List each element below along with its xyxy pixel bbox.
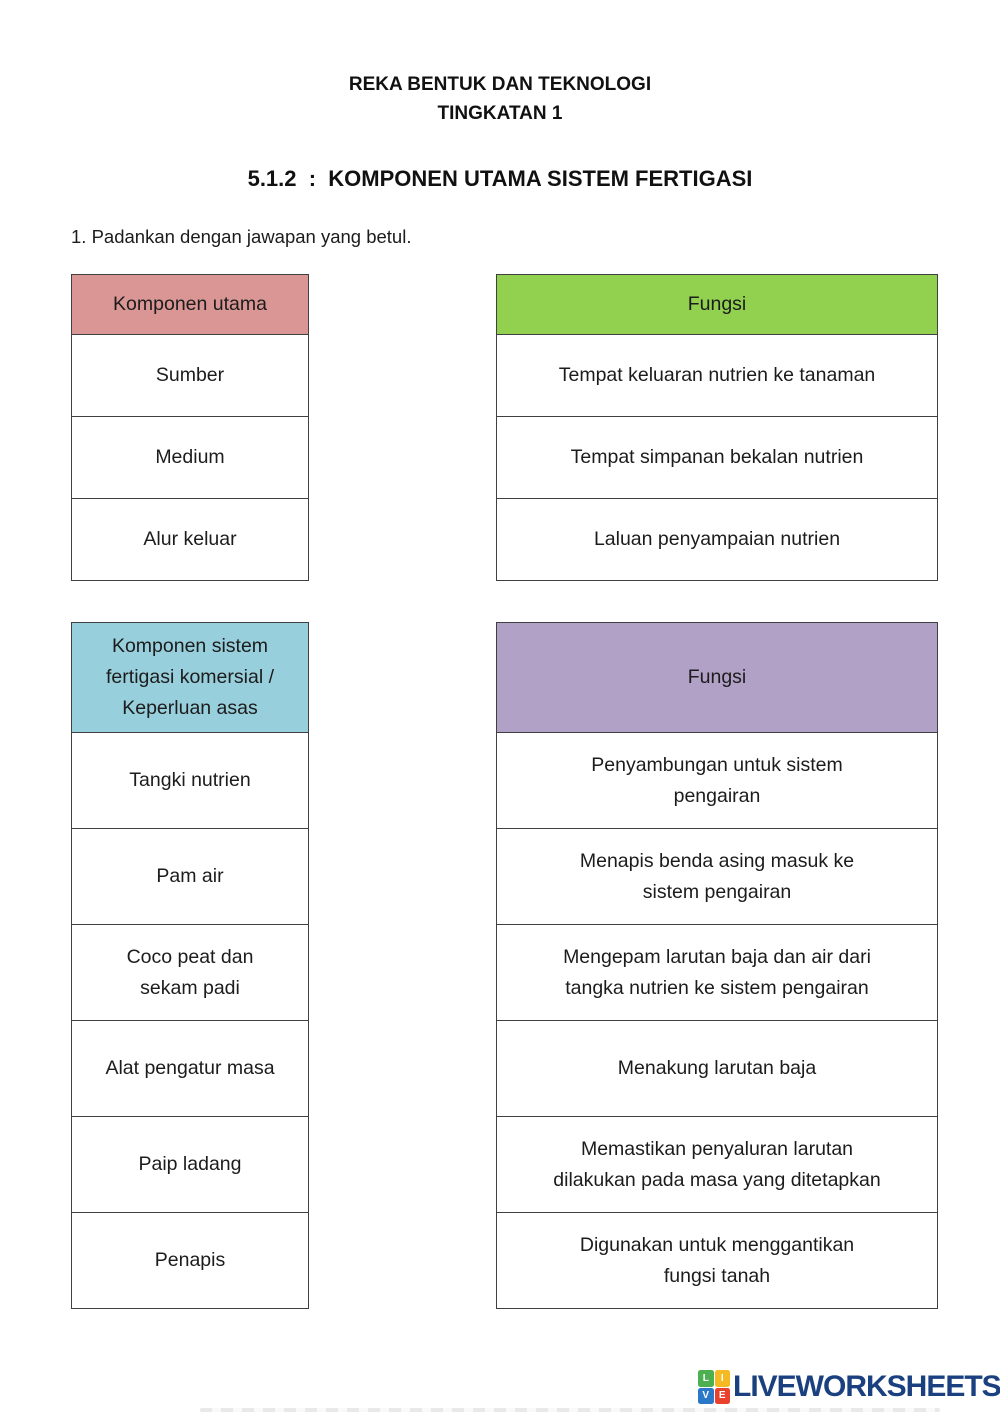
match-answer-mengepam[interactable]: Mengepam larutan baja dan air dari tangk… — [496, 924, 938, 1021]
match-answer-penyambungan[interactable]: Penyambungan untuk sistem pengairan — [496, 732, 938, 829]
logo-square-e: E — [714, 1387, 730, 1404]
match-item-sumber[interactable]: Sumber — [71, 334, 309, 417]
liveworksheets-logo[interactable]: L I V E LIVEWORKSHEETS — [698, 1370, 1000, 1404]
match-item-paip-ladang[interactable]: Paip ladang — [71, 1116, 309, 1213]
table-header-komponen-utama: Komponen utama — [71, 274, 309, 335]
title-line-2: TINGKATAN 1 — [437, 103, 563, 124]
match-item-alat-pengatur-masa[interactable]: Alat pengatur masa — [71, 1020, 309, 1117]
table-header-fungsi-1: Fungsi — [496, 274, 938, 335]
liveworksheets-wordmark: LIVEWORKSHEETS — [733, 1370, 1000, 1403]
match-item-penapis[interactable]: Penapis — [71, 1212, 309, 1309]
match-item-medium[interactable]: Medium — [71, 416, 309, 499]
match-answer-3[interactable]: Laluan penyampaian nutrien — [496, 498, 938, 581]
section-title: 5.1.2 : KOMPONEN UTAMA SISTEM FERTIGASI — [247, 166, 753, 191]
document-title: REKA BENTUK DAN TEKNOLOGI TINGKATAN 1 — [0, 70, 1000, 128]
table-komponen-utama: Komponen utama Sumber Medium Alur keluar — [71, 274, 309, 581]
match-item-coco-peat[interactable]: Coco peat dan sekam padi — [71, 924, 309, 1021]
logo-square-l: L — [698, 1370, 714, 1387]
match-answer-menakung[interactable]: Menakung larutan baja — [496, 1020, 938, 1117]
table-fungsi-1: Fungsi Tempat keluaran nutrien ke tanama… — [496, 274, 938, 581]
cut-off-next-page-text — [200, 1408, 940, 1412]
match-item-tangki-nutrien[interactable]: Tangki nutrien — [71, 732, 309, 829]
liveworksheets-icon: L I V E — [698, 1370, 730, 1404]
match-answer-1[interactable]: Tempat keluaran nutrien ke tanaman — [496, 334, 938, 417]
table-fungsi-2: Fungsi Penyambungan untuk sistem pengair… — [496, 622, 938, 1309]
match-item-pam-air[interactable]: Pam air — [71, 828, 309, 925]
table-header-komponen-sistem: Komponen sistem fertigasi komersial / Ke… — [71, 622, 309, 733]
match-answer-memastikan[interactable]: Memastikan penyaluran larutan dilakukan … — [496, 1116, 938, 1213]
instruction-text: 1. Padankan dengan jawapan yang betul. — [71, 226, 412, 247]
table-header-fungsi-2: Fungsi — [496, 622, 938, 733]
title-line-1: REKA BENTUK DAN TEKNOLOGI — [348, 74, 652, 95]
match-answer-digunakan[interactable]: Digunakan untuk menggantikan fungsi tana… — [496, 1212, 938, 1309]
match-answer-menapis[interactable]: Menapis benda asing masuk ke sistem peng… — [496, 828, 938, 925]
table-komponen-sistem: Komponen sistem fertigasi komersial / Ke… — [71, 622, 309, 1309]
match-answer-2[interactable]: Tempat simpanan bekalan nutrien — [496, 416, 938, 499]
logo-square-v: V — [698, 1387, 714, 1404]
match-item-alur-keluar[interactable]: Alur keluar — [71, 498, 309, 581]
logo-square-i: I — [714, 1370, 730, 1387]
